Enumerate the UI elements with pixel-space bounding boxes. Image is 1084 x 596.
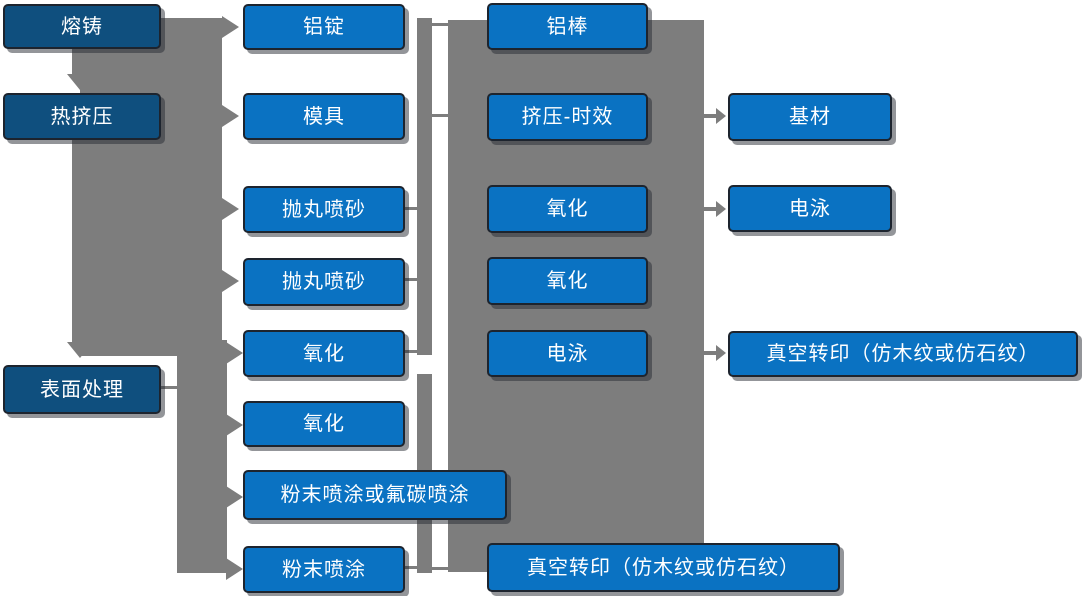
right-arrowhead-row5-icon — [226, 342, 243, 364]
small-arrow-stem-to-vacuum-transfer — [704, 351, 717, 355]
flow-bar-middle-upper — [417, 18, 432, 355]
node-oxidation-3: 氧化 — [487, 185, 648, 233]
node-oxidation-4: 氧化 — [487, 257, 648, 305]
tick-box-to-bar-row5 — [405, 350, 417, 353]
node-aluminum-ingot: 铝锭 — [243, 4, 405, 50]
small-arrowhead-to-electrophoresis-icon — [716, 201, 726, 217]
node-base-material: 基材 — [728, 93, 892, 141]
down-arrowhead-icon — [67, 342, 93, 358]
right-arrowhead-row6-icon — [226, 414, 243, 436]
tick-bar-to-block-row1 — [432, 23, 448, 26]
node-extrusion-aging: 挤压-时效 — [487, 93, 648, 141]
down-arrowhead-icon — [67, 74, 93, 90]
node-mold: 模具 — [243, 93, 405, 140]
node-electrophoresis-2: 电泳 — [728, 185, 892, 232]
node-powder-coating: 粉末喷涂 — [243, 546, 405, 593]
flow-bus-left-upper — [80, 18, 222, 356]
tick-box-to-bar-row4 — [405, 278, 417, 281]
node-oxidation-2: 氧化 — [243, 401, 405, 447]
flow-bus-left-lower — [177, 340, 227, 573]
tick-surface-to-bus — [160, 386, 177, 389]
right-arrowhead-row2-icon — [222, 105, 239, 127]
node-shot-blasting-2: 抛丸喷砂 — [243, 258, 405, 306]
node-powder-or-fluorocarbon-coating: 粉末喷涂或氟碳喷涂 — [243, 470, 507, 520]
right-arrowhead-row3-icon — [222, 198, 239, 220]
down-arrow-stem-extrusion-to-surface — [72, 140, 88, 342]
node-shot-blasting-1: 抛丸喷砂 — [243, 186, 405, 233]
node-electrophoresis-1: 电泳 — [487, 330, 648, 377]
right-arrowhead-row4-icon — [222, 270, 239, 292]
small-arrowhead-to-base-material-icon — [716, 108, 726, 124]
node-oxidation-1: 氧化 — [243, 330, 405, 377]
node-vacuum-transfer-right: 真空转印（仿木纹或仿石纹） — [728, 331, 1078, 377]
right-arrowhead-row1-icon — [222, 16, 239, 38]
small-arrow-stem-to-electrophoresis — [704, 207, 717, 211]
right-arrowhead-row7-icon — [226, 486, 243, 508]
node-hot-extrusion: 热挤压 — [3, 93, 161, 140]
small-arrowhead-to-vacuum-transfer-icon — [716, 345, 726, 361]
node-surface-treatment: 表面处理 — [3, 365, 161, 414]
node-melting-casting: 熔铸 — [3, 4, 161, 49]
node-vacuum-transfer-bottom: 真空转印（仿木纹或仿石纹） — [487, 543, 840, 592]
small-arrow-stem-to-base-material — [704, 114, 717, 118]
tick-box-to-bar-row3 — [405, 207, 417, 210]
right-arrowhead-row8-icon — [226, 558, 243, 580]
tick-box-to-bar-row8 — [404, 566, 417, 569]
node-aluminum-rod: 铝棒 — [487, 3, 648, 50]
tick-bar-to-block-row8 — [432, 567, 448, 570]
tick-bar-to-block-row2 — [432, 114, 448, 117]
